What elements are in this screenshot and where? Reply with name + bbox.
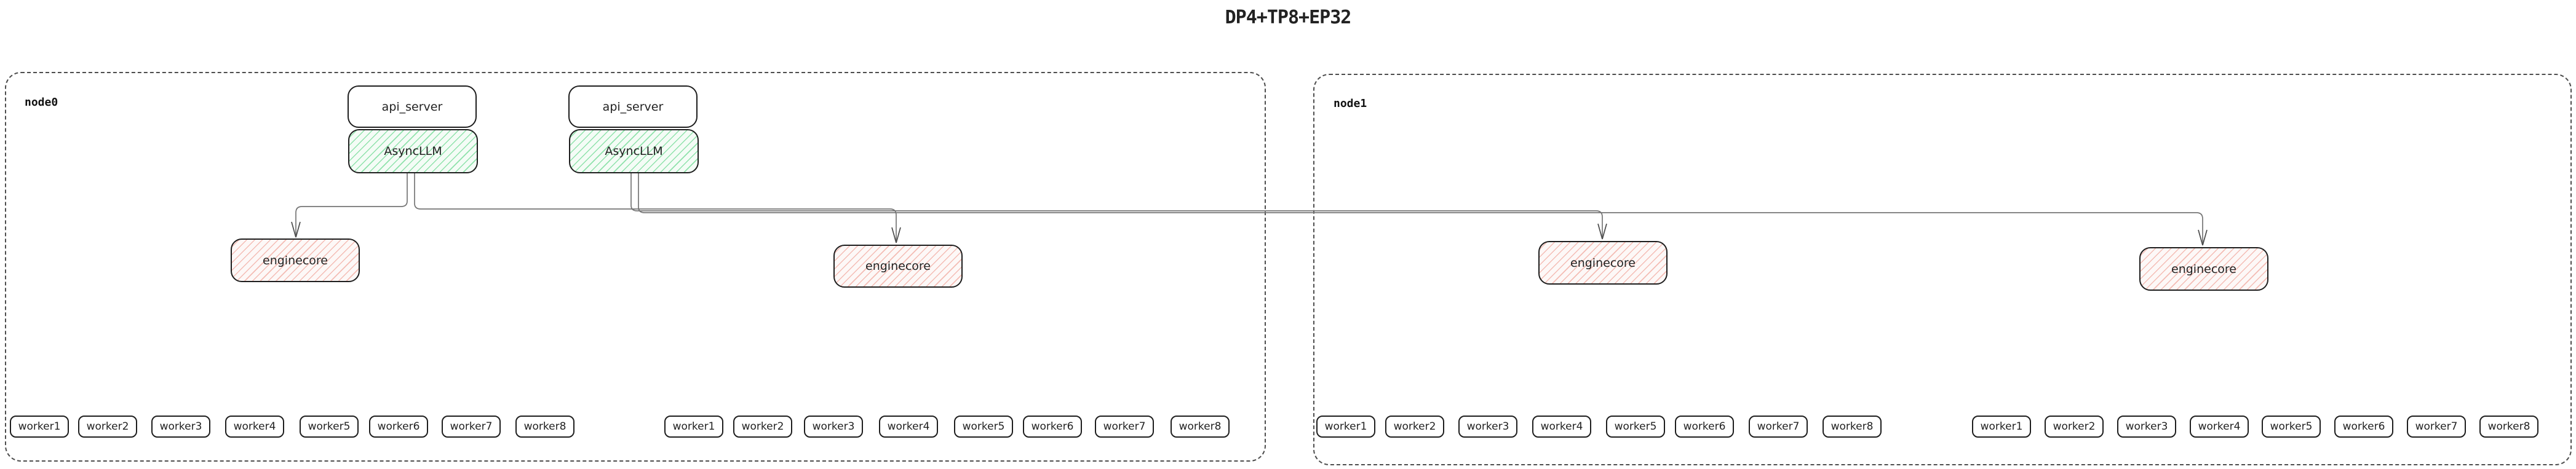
worker-box: worker6 (369, 416, 428, 438)
asyncllm-box-2: AsyncLLM (569, 129, 699, 173)
worker-box: worker3 (151, 416, 210, 438)
enginecore-box-2: enginecore (833, 245, 963, 288)
node0-container (5, 72, 1266, 462)
node0-label: node0 (25, 96, 58, 109)
worker-box: worker7 (442, 416, 501, 438)
node1-label: node1 (1334, 97, 1367, 110)
worker-box: worker1 (1316, 416, 1375, 438)
worker-box: worker2 (1385, 416, 1444, 438)
enginecore-box-3: enginecore (1538, 241, 1668, 285)
worker-box: worker1 (10, 416, 69, 438)
api-server-box-2: api_server (568, 85, 698, 128)
enginecore-box-4: enginecore (2139, 247, 2268, 291)
worker-box: worker5 (2262, 416, 2321, 438)
worker-box: worker8 (1823, 416, 1882, 438)
diagram-title: DP4+TP8+EP32 (1225, 7, 1352, 28)
worker-box: worker6 (1023, 416, 1082, 438)
worker-box: worker7 (1749, 416, 1808, 438)
worker-box: worker7 (2407, 416, 2466, 438)
worker-box: worker4 (1532, 416, 1591, 438)
worker-box: worker8 (1171, 416, 1230, 438)
worker-box: worker1 (1972, 416, 2031, 438)
worker-box: worker5 (300, 416, 359, 438)
worker-box: worker8 (2479, 416, 2538, 438)
worker-box: worker4 (879, 416, 938, 438)
worker-box: worker2 (78, 416, 137, 438)
worker-box: worker8 (515, 416, 574, 438)
worker-box: worker7 (1095, 416, 1154, 438)
worker-box: worker3 (1458, 416, 1517, 438)
asyncllm-box-1: AsyncLLM (348, 129, 478, 173)
worker-box: worker1 (664, 416, 723, 438)
worker-box: worker6 (1675, 416, 1734, 438)
worker-box: worker5 (954, 416, 1013, 438)
node1-container (1313, 74, 2572, 465)
worker-box: worker4 (225, 416, 284, 438)
worker-box: worker5 (1606, 416, 1665, 438)
api-server-box-1: api_server (348, 85, 477, 128)
enginecore-box-1: enginecore (231, 238, 360, 282)
worker-box: worker4 (2190, 416, 2249, 438)
worker-box: worker3 (804, 416, 863, 438)
worker-box: worker2 (2045, 416, 2104, 438)
worker-box: worker6 (2334, 416, 2393, 438)
worker-box: worker2 (733, 416, 792, 438)
worker-box: worker3 (2117, 416, 2176, 438)
